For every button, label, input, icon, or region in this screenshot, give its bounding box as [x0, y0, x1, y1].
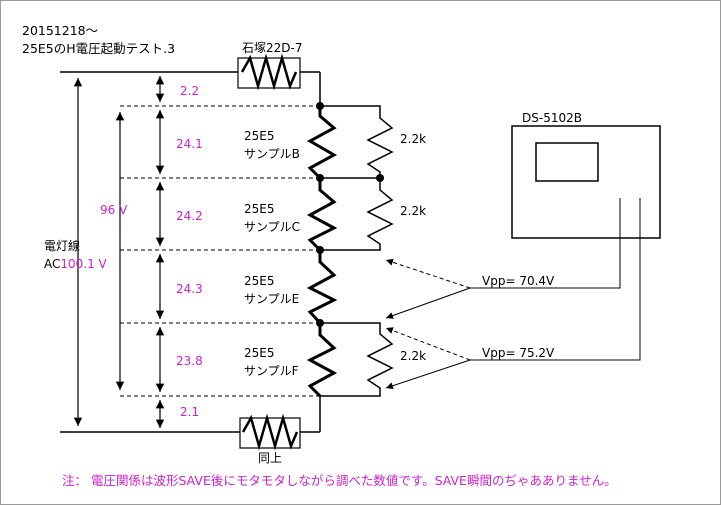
probe-2-cable: [470, 198, 641, 361]
oscilloscope-screen: [535, 142, 599, 182]
r1-label: 2.2k: [400, 132, 426, 146]
tube-c-sample: サンプルC: [244, 220, 300, 234]
resistor-top-label: 石塚22D-7: [242, 41, 302, 55]
resistor-r1: [320, 105, 394, 179]
tube-b-voltage: 24.1: [176, 137, 203, 151]
drop-top-label: 2.2: [180, 84, 199, 98]
resistor-top-zigzag: [240, 53, 298, 91]
mains-label: 電灯線: [44, 238, 80, 253]
tube-e-sample: サンプルE: [244, 292, 299, 306]
vpp2-label: Vpp= 75.2V: [482, 346, 555, 360]
tube-e-filament: [306, 250, 338, 325]
tube-c-voltage: 24.2: [176, 209, 203, 223]
probe-1-arrow-b: [385, 287, 471, 319]
probe-1-arrow-a: [385, 258, 471, 289]
title-label: 25E5のH電圧起動テスト.3: [22, 41, 176, 56]
r2-label: 2.2k: [400, 204, 426, 218]
total-voltage-label: 96 V: [100, 203, 128, 217]
tube-f-type: 25E5: [244, 346, 275, 360]
vpp1-label: Vpp= 70.4V: [482, 274, 555, 288]
reference-lines: [120, 105, 320, 397]
tube-c-type: 25E5: [244, 202, 275, 216]
tube-e-type: 25E5: [244, 274, 275, 288]
resistor-bottom-label: 同上: [258, 451, 282, 465]
tube-f-voltage: 23.8: [176, 354, 203, 368]
resistor-r3: [320, 322, 394, 397]
resistor-bottom-zigzag: [241, 413, 299, 451]
footnote: 注： 電圧関係は波形SAVE後にモタモタしながら調べた数値です。SAVE瞬間のぢ…: [62, 473, 617, 488]
tube-e-voltage: 24.3: [176, 282, 203, 296]
tube-b-filament: [306, 106, 338, 180]
oscilloscope-label: DS-5102B: [522, 111, 582, 125]
tube-f-sample: サンプルF: [244, 364, 299, 378]
tube-f-filament: [306, 323, 338, 398]
r3-label: 2.2k: [400, 349, 426, 363]
drop-bottom-label: 2.1: [180, 405, 199, 419]
tube-b-type: 25E5: [244, 129, 275, 143]
resistor-r2: [320, 178, 394, 251]
tube-b-sample: サンプルB: [244, 147, 300, 161]
probe-2-arrow-a: [385, 327, 471, 361]
mains-voltage-label: AC100.1 V: [44, 257, 108, 271]
probe-2-arrow-b: [385, 359, 471, 390]
date-label: 20151218～: [22, 23, 99, 38]
tube-c-filament: [306, 178, 338, 252]
probe-1-cable: [470, 198, 621, 289]
